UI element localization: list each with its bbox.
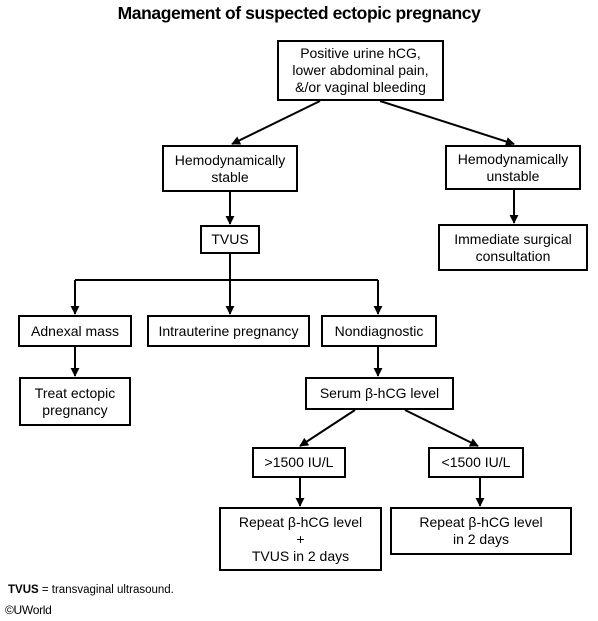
copyright: ©UWorld xyxy=(5,603,52,617)
footnote-definition: = transvaginal ultrasound. xyxy=(38,584,174,596)
hemodynamically-unstable-node: Hemodynamically unstable xyxy=(445,145,581,190)
arrow-start-to-stable xyxy=(231,100,321,145)
lt1500-node: <1500 IU/L xyxy=(428,447,524,478)
intrauterine-pregnancy-node: Intrauterine pregnancy xyxy=(147,315,310,347)
footnote: TVUS = transvaginal ultrasound. xyxy=(8,584,174,596)
hemodynamically-stable-node: Hemodynamically stable xyxy=(162,145,298,192)
arrow-serum-to-lt1500 xyxy=(404,409,479,447)
gt1500-node: >1500 IU/L xyxy=(252,447,346,478)
surgical-consultation-node: Immediate surgical consultation xyxy=(438,224,588,271)
footnote-term: TVUS xyxy=(8,584,39,596)
diagram-title: Management of suspected ectopic pregnanc… xyxy=(117,3,481,23)
repeat-hcg-node: Repeat β-hCG level in 2 days xyxy=(390,507,572,555)
start-node: Positive urine hCG, lower abdominal pain… xyxy=(277,40,444,101)
repeat-hcg-tvus-node: Repeat β-hCG level + TVUS in 2 days xyxy=(219,507,382,571)
adnexal-mass-node: Adnexal mass xyxy=(18,315,132,347)
arrow-start-to-unstable xyxy=(379,100,515,146)
serum-hcg-node: Serum β-hCG level xyxy=(305,377,454,410)
treat-ectopic-node: Treat ectopic pregnancy xyxy=(19,377,131,426)
arrow-serum-to-gt1500 xyxy=(299,409,356,447)
tvus-node: TVUS xyxy=(200,225,260,254)
nondiagnostic-node: Nondiagnostic xyxy=(321,315,437,347)
